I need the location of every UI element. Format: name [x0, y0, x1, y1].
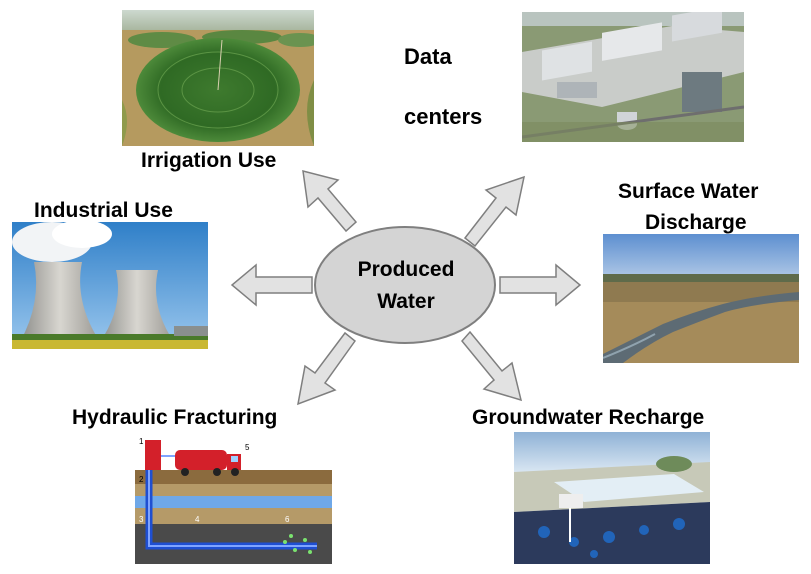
label-irrigation: Irrigation Use: [141, 148, 276, 173]
frac-callout-1: 1: [139, 437, 144, 446]
data-centers-photo: [522, 12, 744, 142]
frac-callout-4: 4: [195, 515, 200, 524]
irrigation-photo: [122, 10, 314, 146]
surface-water-photo: [603, 234, 799, 363]
label-industrial: Industrial Use: [34, 198, 173, 223]
groundwater-diagram: [514, 432, 710, 564]
arrow-to-groundwater: [462, 332, 521, 400]
center-label-line2: Water: [316, 290, 496, 314]
label-data-centers-line2: centers: [404, 104, 482, 130]
label-surface-water-line1: Surface Water: [618, 179, 758, 204]
label-fracturing: Hydraulic Fracturing: [72, 405, 277, 430]
frac-callout-2: 2: [139, 475, 144, 484]
industrial-photo: [12, 222, 208, 349]
arrow-to-data-centers: [465, 177, 524, 246]
arrow-to-surface-water: [500, 265, 580, 305]
frac-callout-6: 6: [285, 515, 290, 524]
fracturing-diagram: 1 2 3 4 5 6: [135, 432, 332, 564]
label-data-centers-line1: Data: [404, 44, 452, 70]
label-groundwater: Groundwater Recharge: [472, 405, 704, 430]
center-label-line1: Produced: [316, 258, 496, 282]
label-surface-water-line2: Discharge: [645, 210, 747, 235]
produced-water-ellipse: [315, 227, 495, 343]
frac-callout-5: 5: [245, 443, 250, 452]
arrow-to-industrial: [232, 265, 312, 305]
frac-callout-3: 3: [139, 515, 144, 524]
arrow-to-fracturing: [298, 333, 355, 404]
arrow-to-irrigation: [303, 171, 356, 231]
